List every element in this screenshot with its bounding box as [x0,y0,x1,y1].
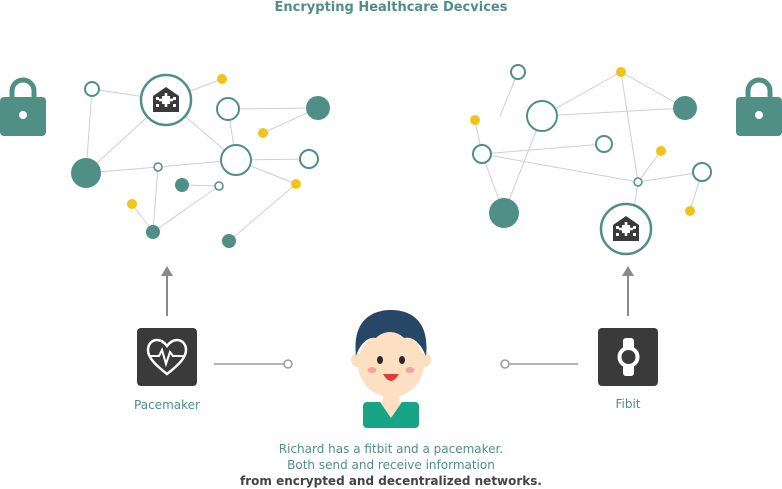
left-network-nodes [71,74,330,248]
node [220,144,252,176]
lock-icon [736,77,782,136]
pacemaker-label: Pacemaker [134,398,200,412]
right-network-nodes [470,64,712,228]
heart-pulse-icon [146,338,188,376]
caption: Richard has a fitbit and a pacemaker. Bo… [191,441,591,489]
diagram-title: Encrypting Healthcare Decvices [274,0,508,15]
node [217,74,227,84]
node [656,146,666,156]
node [71,158,101,188]
node [595,135,613,153]
fitbit-device [598,328,658,386]
node [616,67,626,77]
node [489,198,519,228]
node [153,162,163,172]
caption-line-3: from encrypted and decentralized network… [240,474,542,488]
caption-line-1: Richard has a fitbit and a pacemaker. [278,442,504,456]
node [127,199,137,209]
node [306,96,330,120]
arrow-up-icon [161,266,173,316]
pacemaker-device [137,328,197,386]
connector-right [500,359,578,369]
node [291,179,301,189]
right-network-edges [474,71,703,230]
hospital-icon [599,202,653,256]
node [526,100,558,132]
node [470,115,480,125]
node [692,162,712,182]
node [222,234,236,248]
caption-line-2: Both send and receive information [287,458,495,472]
node [84,81,100,97]
node [510,64,526,80]
node [685,206,695,216]
hospital-icon [139,73,193,127]
arrow-up-icon [622,266,634,316]
person-avatar [351,310,431,428]
connector-left [214,359,293,369]
node [673,96,697,120]
node [175,178,189,192]
watch-icon [617,338,640,376]
node [216,97,240,121]
node [633,177,643,187]
fitbit-label: Fibit [615,397,641,411]
node [258,128,268,138]
left-network-edges [85,78,319,242]
node [146,225,160,239]
node [472,144,492,164]
node [299,149,319,169]
lock-icon [0,77,46,136]
node [214,181,224,191]
